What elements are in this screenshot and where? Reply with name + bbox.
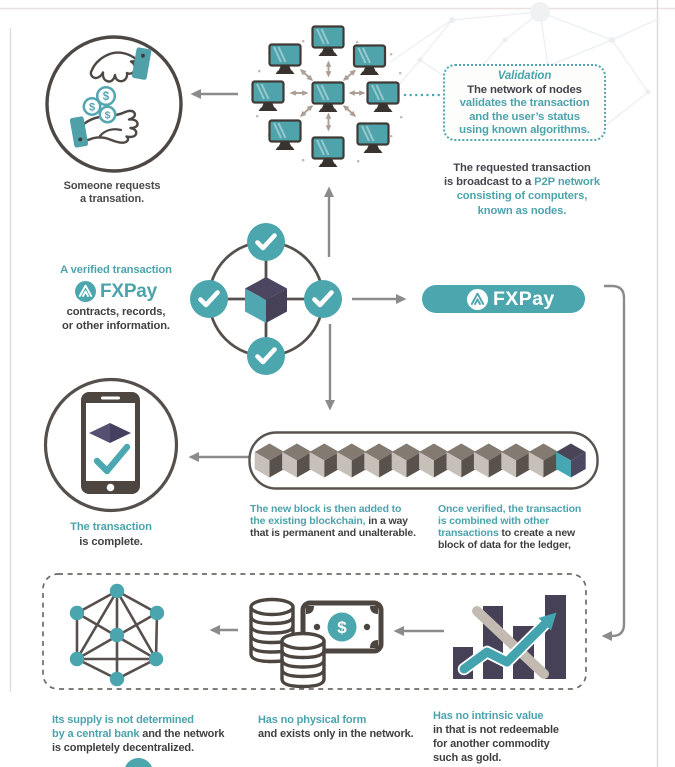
- svg-text:$: $: [89, 102, 95, 114]
- intrinsic-line4: such as gold.: [433, 751, 502, 764]
- fxpay-logo-icon: [74, 281, 96, 302]
- receiving-hand-icon: [69, 109, 139, 148]
- physical-caption: Has no physical form and exists only in …: [258, 714, 458, 742]
- combined-text: Once verified, the transaction is combin…: [438, 503, 623, 552]
- block-cube: [501, 443, 531, 478]
- request-caption-line1: Someone requests: [63, 180, 161, 192]
- computer-node: [352, 44, 387, 77]
- supply-line1: Its supply is not determined: [52, 714, 194, 726]
- computer-node: [251, 80, 285, 113]
- broadcast-line2: is broadcast to a P2P network: [443, 176, 601, 189]
- block-cube: [391, 443, 422, 478]
- complete-line1: The transaction: [70, 521, 152, 533]
- phone-diamond-icon: [89, 423, 131, 443]
- broadcast-line1: The requested transaction: [453, 162, 591, 174]
- check-circle-icon: [247, 223, 285, 261]
- fxpay-brand-name: FXPay: [99, 280, 158, 302]
- coins-icon: $ $ $: [82, 85, 117, 124]
- mesh-nodes: [69, 583, 165, 687]
- p2p-network-icon: [251, 25, 403, 169]
- properties-dashed-box: [42, 573, 587, 690]
- svg-text:$: $: [105, 109, 111, 121]
- giving-hand-icon: [89, 47, 152, 83]
- request-caption: Someone requests a transation.: [32, 180, 192, 206]
- block-verification-diagram: [190, 223, 342, 375]
- combined-line1: Once verified, the transaction: [438, 503, 582, 515]
- check-circle-icon: [190, 280, 228, 318]
- check-circle-icon: [247, 337, 285, 375]
- validation-line3: and the user’s status: [469, 110, 580, 123]
- computer-node: [311, 25, 345, 58]
- transaction-complete-icon: [43, 377, 179, 513]
- chart-up-arrow: [457, 612, 557, 676]
- verified-transaction-block: A verified transaction FXPay contracts, …: [33, 263, 199, 333]
- combined-line4: block of data for the ledger,: [438, 538, 571, 551]
- fxpay-logo-row: FXPay: [33, 281, 199, 302]
- request-transaction-icon: $ $ $: [45, 35, 183, 173]
- supply-line3: is completely decentralized.: [52, 741, 194, 754]
- connector-pill-to-box: [601, 284, 626, 641]
- computer-node: [311, 81, 345, 114]
- physical-line1: Has no physical form: [258, 714, 367, 726]
- block-added-line2: the existing blockchain, in a way: [250, 514, 408, 527]
- computer-node: [268, 119, 302, 152]
- decentralized-network-icon: [69, 583, 165, 687]
- value-chart-icon: [453, 595, 566, 679]
- fxpay-pill-logo-icon: [467, 288, 488, 310]
- chart-down-line: [472, 606, 549, 679]
- svg-text:$: $: [103, 91, 110, 103]
- validation-line4: using known algorithms.: [459, 124, 590, 137]
- block-cube-icon: [245, 277, 287, 323]
- validation-title: Validation: [497, 70, 552, 82]
- money-icon: $: [249, 597, 384, 689]
- verified-line2: contracts, records,: [66, 306, 166, 318]
- fxpay-pill-label: FXPay: [493, 287, 555, 310]
- phone-check-icon: [93, 443, 131, 475]
- combined-line2: is combined with other: [438, 514, 550, 527]
- block-added-line3: that is permanent and unalterable.: [250, 526, 416, 539]
- block-cube: [336, 443, 367, 478]
- computer-node: [311, 136, 345, 169]
- supply-caption: Its supply is not determined by a centra…: [52, 714, 252, 756]
- intrinsic-caption: Has no intrinsic value in that is not re…: [433, 710, 613, 766]
- validation-box: Validation The network of nodes validate…: [443, 64, 606, 141]
- validation-line1: The network of nodes: [467, 83, 582, 96]
- block-added-text: The new block is then added to the exist…: [250, 503, 435, 540]
- check-circles: [190, 223, 342, 375]
- blockchain-row: [248, 431, 599, 490]
- block-cube: [473, 443, 504, 478]
- request-caption-line2: a transation.: [79, 193, 145, 205]
- network-links: [289, 60, 366, 132]
- network-computers: [251, 25, 400, 169]
- complete-caption: The transaction is complete.: [31, 520, 191, 549]
- block-added-line1: The new block is then added to: [250, 503, 402, 515]
- intrinsic-line2: in that is not redeemable: [433, 723, 559, 736]
- check-circle-icon: [304, 280, 342, 318]
- verified-line3: or other information.: [62, 320, 170, 332]
- fxpay-pill-button: FXPay: [422, 285, 585, 313]
- computer-node: [366, 81, 400, 114]
- block-cube: [446, 443, 477, 478]
- next-item-circle: [124, 758, 153, 767]
- broadcast-line3: consisting of computers,: [456, 190, 588, 203]
- broadcast-line4: known as nodes.: [477, 204, 567, 217]
- coin-stack-front-icon: [280, 631, 326, 689]
- validation-line2: validates the transaction: [459, 97, 590, 110]
- intrinsic-line3: for another commodity: [433, 737, 550, 750]
- supply-line2: by a central bank and the network: [52, 727, 225, 740]
- computer-node: [268, 43, 302, 76]
- combined-line3: transactions to create a new: [438, 526, 576, 539]
- intrinsic-line1: Has no intrinsic value: [433, 710, 544, 722]
- verified-line1: A verified transaction: [60, 264, 172, 276]
- computer-node: [356, 122, 390, 155]
- complete-line2: is complete.: [79, 535, 143, 548]
- svg-text:$: $: [337, 618, 347, 637]
- block-cube: [254, 443, 285, 478]
- new-block-cube: [556, 443, 586, 478]
- smartphone-icon: [81, 392, 140, 494]
- broadcast-text: The requested transaction is broadcast t…: [431, 161, 613, 218]
- physical-line2: and exists only in the network.: [258, 727, 414, 740]
